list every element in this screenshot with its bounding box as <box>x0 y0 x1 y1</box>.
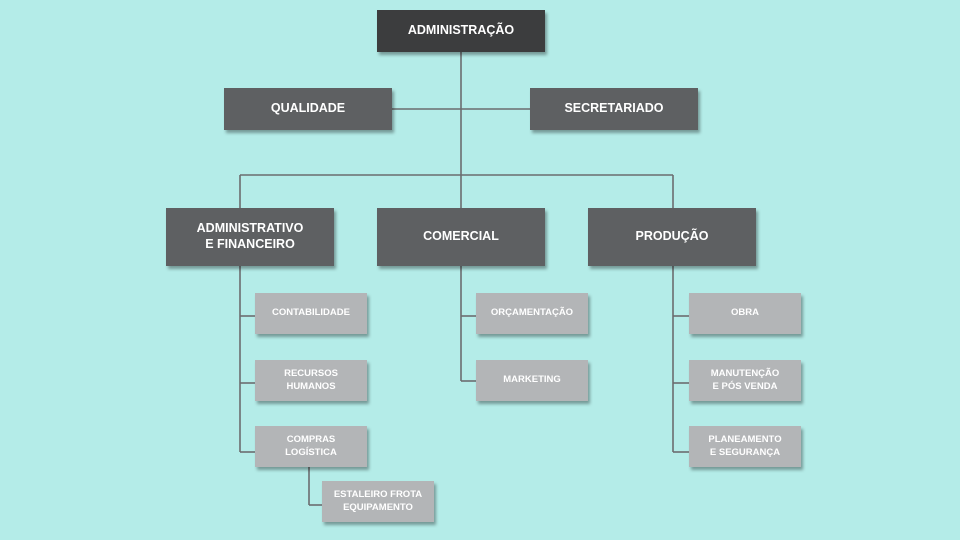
node-manutencao: MANUTENÇÃO E PÓS VENDA <box>689 360 801 401</box>
node-administrativo-financeiro: ADMINISTRATIVO E FINANCEIRO <box>166 208 334 266</box>
node-orcamentacao: ORÇAMENTAÇÃO <box>476 293 588 334</box>
node-qualidade: QUALIDADE <box>224 88 392 130</box>
node-obra: OBRA <box>689 293 801 334</box>
node-estaleiro-frota: ESTALEIRO FROTA EQUIPAMENTO <box>322 481 434 522</box>
node-contabilidade: CONTABILIDADE <box>255 293 367 334</box>
node-comercial: COMERCIAL <box>377 208 545 266</box>
node-administracao: ADMINISTRAÇÃO <box>377 10 545 52</box>
node-producao: PRODUÇÃO <box>588 208 756 266</box>
node-planeamento: PLANEAMENTO E SEGURANÇA <box>689 426 801 467</box>
node-compras-logistica: COMPRAS LOGÍSTICA <box>255 426 367 467</box>
node-marketing: MARKETING <box>476 360 588 401</box>
node-secretariado: SECRETARIADO <box>530 88 698 130</box>
node-recursos-humanos: RECURSOS HUMANOS <box>255 360 367 401</box>
